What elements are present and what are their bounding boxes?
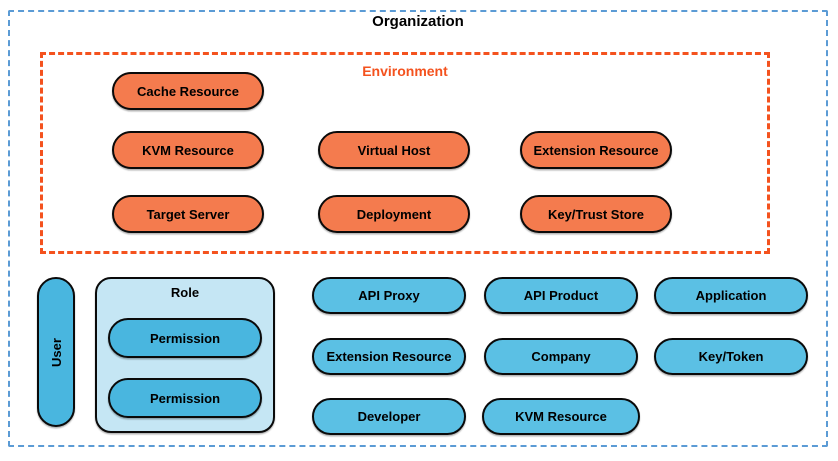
node-kvm-resource-org: KVM Resource	[482, 398, 640, 435]
node-role-label: Role	[170, 285, 200, 300]
node-user: User	[37, 277, 75, 427]
node-cache-resource: Cache Resource	[112, 72, 264, 110]
node-user-label: User	[48, 337, 64, 367]
organization-title: Organization	[372, 13, 464, 30]
environment-title: Environment	[362, 63, 448, 79]
node-permission-1: Permission	[108, 318, 262, 358]
node-api-product: API Product	[484, 277, 638, 314]
organization-boundary	[8, 10, 828, 447]
node-target-server: Target Server	[112, 195, 264, 233]
environment-boundary	[40, 52, 770, 254]
node-virtual-host: Virtual Host	[318, 131, 470, 169]
node-key-trust-store: Key/Trust Store	[520, 195, 672, 233]
node-deployment: Deployment	[318, 195, 470, 233]
node-application: Application	[654, 277, 808, 314]
node-company: Company	[484, 338, 638, 375]
node-api-proxy: API Proxy	[312, 277, 466, 314]
node-extension-resource-org: Extension Resource	[312, 338, 466, 375]
node-extension-resource-env: Extension Resource	[520, 131, 672, 169]
node-role: Role Permission Permission	[95, 277, 275, 433]
node-permission-2: Permission	[108, 378, 262, 418]
node-key-token: Key/Token	[654, 338, 808, 375]
node-kvm-resource-env: KVM Resource	[112, 131, 264, 169]
node-developer: Developer	[312, 398, 466, 435]
